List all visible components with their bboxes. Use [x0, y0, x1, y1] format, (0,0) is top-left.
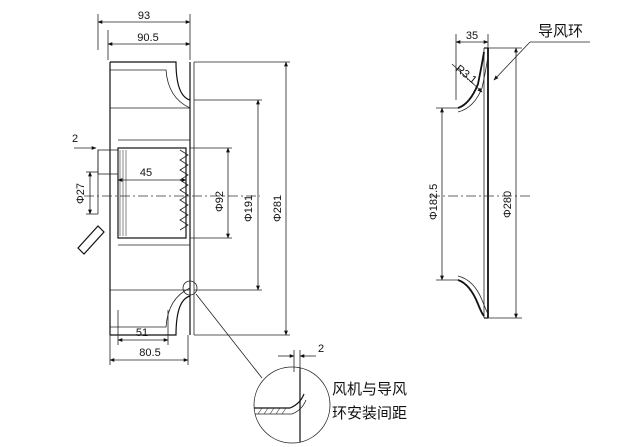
fan-side-view: 93 90.5 2 Φ27 45 Φ92 Φ191 Φ281 [72, 10, 290, 379]
detail-label-line1: 风机与导风 [332, 380, 407, 398]
ring-upper-curve [457, 51, 485, 109]
fan-top-shroud [110, 61, 191, 101]
dim-phi280: Φ280 [502, 191, 514, 218]
dim-phi191: Φ191 [243, 195, 255, 222]
fan-top-shroud-inner [110, 69, 191, 109]
dim-detail-2: 2 [318, 343, 324, 355]
motor-shaft [97, 149, 119, 175]
ring-lower-curve-inner [457, 275, 489, 315]
inlet-ring-view: 35 R3.1 Φ182.5 Φ280 导风环 [428, 22, 590, 319]
ring-lower-curve [457, 279, 485, 317]
dim-phi27: Φ27 [75, 183, 87, 204]
dim-r3-1: R3.1 [453, 63, 479, 87]
dim-90-5: 90.5 [137, 32, 158, 44]
label-leader-ring [493, 41, 531, 81]
detail-leader [195, 293, 263, 379]
dim-phi281: Φ281 [272, 195, 284, 222]
hub-hatch-left [119, 150, 127, 236]
dim-45: 45 [140, 167, 152, 179]
gap-detail: 2 风机与导风 环安装间距 [253, 343, 407, 444]
fan-bottom-shroud-inner [110, 287, 191, 328]
dim-35: 35 [466, 30, 478, 42]
gap-marker-circle [182, 280, 198, 296]
dim-80-5: 80.5 [139, 347, 160, 359]
dim-93: 93 [138, 10, 150, 22]
dim-line-r3-1 [451, 63, 483, 93]
dim-phi92: Φ92 [214, 191, 226, 212]
detail-label-line2: 环安装间距 [332, 404, 407, 422]
detail-circle [253, 366, 331, 444]
detail-fan-shroud-inner [254, 399, 307, 415]
fan-bottom-shroud [110, 295, 191, 336]
cable-gland [77, 225, 105, 255]
motor-coil [179, 149, 189, 231]
motor-hub [117, 147, 187, 239]
detail-fan-shroud [254, 393, 305, 409]
label-inlet-ring: 导风环 [538, 22, 583, 40]
dim-2-shaft: 2 [72, 133, 78, 145]
detail-content [254, 367, 307, 443]
dim-phi182-5: Φ182.5 [428, 184, 440, 220]
dim-51: 51 [136, 327, 148, 339]
detail-hatch [257, 407, 287, 415]
